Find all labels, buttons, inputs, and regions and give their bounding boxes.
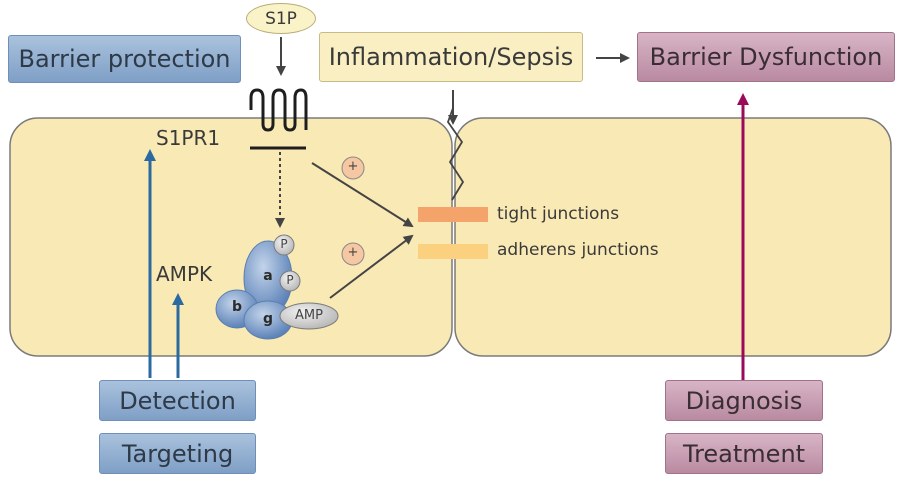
left-cell bbox=[9, 117, 453, 357]
receptor-icon bbox=[249, 88, 308, 150]
adherens-junctions-label: adherens junctions bbox=[497, 240, 659, 260]
right-cell bbox=[454, 117, 892, 357]
receptor-to-junction-arrow bbox=[311, 162, 414, 228]
tight-junctions-label: tight junctions bbox=[497, 204, 620, 224]
plus-circle-1 bbox=[341, 156, 365, 180]
s1p-ligand: S1P bbox=[246, 3, 316, 34]
treatment-box: Treatment bbox=[665, 433, 823, 474]
tight-junction-bar bbox=[418, 207, 488, 222]
plus-sign-1: + bbox=[347, 159, 359, 174]
subunit-a-label: a bbox=[263, 268, 273, 284]
plus-sign-2: + bbox=[347, 245, 359, 260]
ampk-label: AMPK bbox=[156, 262, 213, 286]
s1pr1-label: S1PR1 bbox=[156, 126, 221, 150]
treatment-label: Treatment bbox=[682, 439, 806, 468]
diagnosis-label: Diagnosis bbox=[685, 386, 803, 415]
barrier-dysfunction-box: Barrier Dysfunction bbox=[637, 32, 895, 82]
barrier-protection-box: Barrier protection bbox=[8, 35, 241, 83]
diagnosis-box: Diagnosis bbox=[665, 380, 823, 421]
detection-label: Detection bbox=[119, 386, 236, 415]
phospho-1-label: P bbox=[280, 237, 288, 251]
inflammation-sepsis-label: Inflammation/Sepsis bbox=[328, 43, 574, 71]
phospho-2 bbox=[279, 270, 301, 292]
subunit-b-label: b bbox=[231, 299, 243, 315]
detection-box: Detection bbox=[99, 380, 256, 421]
inflammation-sepsis-box: Inflammation/Sepsis bbox=[319, 32, 583, 82]
amp-molecule bbox=[279, 302, 339, 330]
barrier-dysfunction-label: Barrier Dysfunction bbox=[649, 43, 883, 71]
targeting-label: Targeting bbox=[121, 439, 234, 468]
subunit-g-label: g bbox=[262, 311, 274, 327]
targeting-box: Targeting bbox=[99, 433, 256, 474]
plus-circle-2 bbox=[341, 242, 365, 266]
amp-label: AMP bbox=[295, 308, 323, 323]
s1p-label: S1P bbox=[265, 8, 297, 29]
phospho-2-label: P bbox=[286, 273, 294, 287]
ampk-to-junction-arrow bbox=[329, 234, 414, 299]
phospho-1 bbox=[273, 234, 295, 256]
adherens-junction-bar bbox=[418, 244, 488, 259]
barrier-protection-label: Barrier protection bbox=[18, 45, 231, 73]
